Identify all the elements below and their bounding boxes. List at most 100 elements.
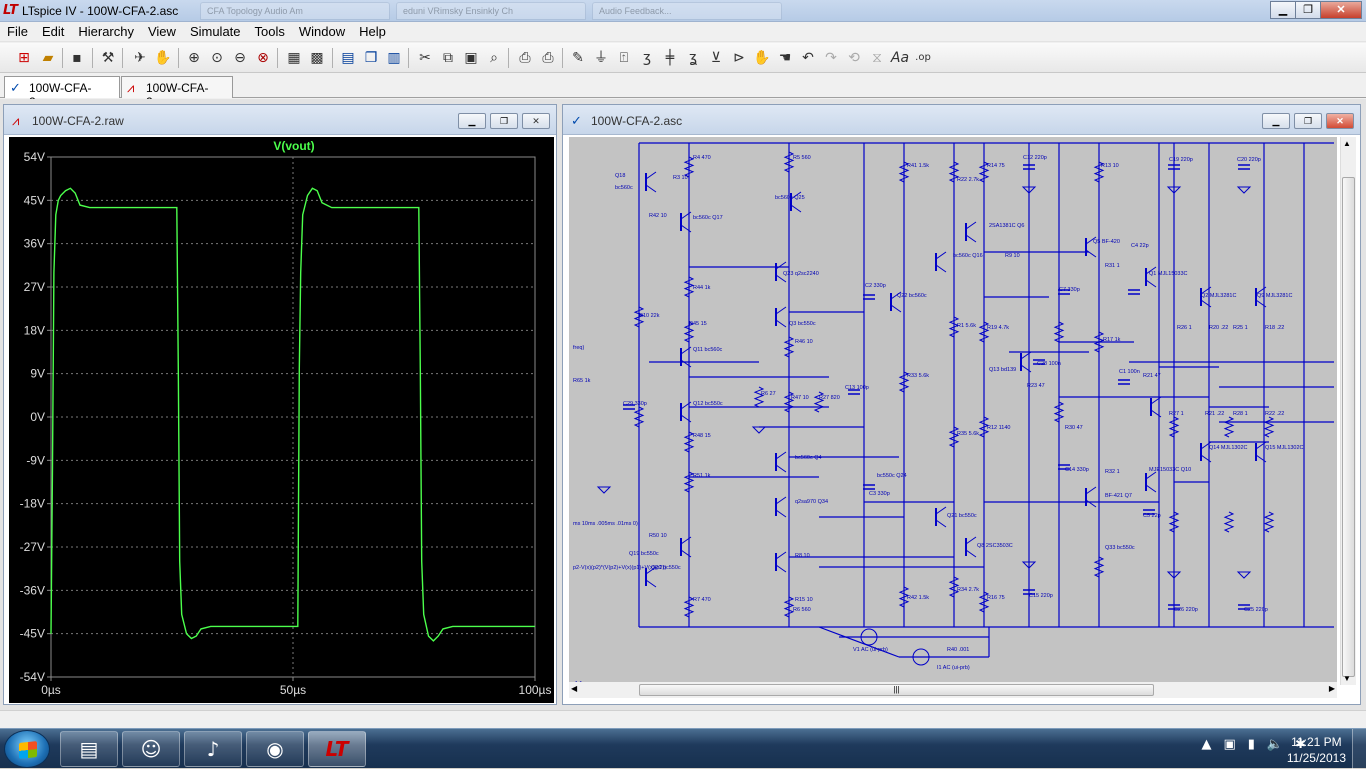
- schematic-label[interactable]: R30 47: [1065, 425, 1083, 431]
- schematic-label[interactable]: R35 5.6k: [957, 431, 979, 437]
- schematic-label[interactable]: Q3 bc550c: [789, 321, 816, 327]
- schematic-label[interactable]: Q20 bc550c: [651, 565, 681, 571]
- halt-icon[interactable]: ✋: [154, 50, 172, 66]
- move-icon[interactable]: ✋: [753, 50, 771, 66]
- schematic-label[interactable]: R22 2.7k: [957, 177, 979, 183]
- schematic-label[interactable]: Q18: [615, 173, 625, 179]
- waveform-titlebar[interactable]: ⩘ 100W-CFA-2.raw ▁ ❐ ✕: [4, 105, 556, 135]
- explorer-icon[interactable]: ▤: [60, 731, 118, 767]
- mirror-icon[interactable]: ⧖: [872, 50, 882, 66]
- schematic-label[interactable]: C4 22p: [1131, 243, 1149, 249]
- schematic-label[interactable]: Q1 MJL15033C: [1149, 271, 1188, 277]
- maximize-button[interactable]: ❐: [1295, 1, 1321, 19]
- inductor-icon[interactable]: ʓ: [688, 50, 698, 66]
- schematic-label[interactable]: R21 47: [1143, 373, 1161, 379]
- trace-title[interactable]: V(vout): [273, 139, 314, 153]
- schematic-minimize-button[interactable]: ▁: [1262, 113, 1290, 129]
- zoom-fit-icon[interactable]: ⊗: [257, 50, 269, 66]
- schematic-label[interactable]: Q14 MJL1302C: [1209, 445, 1248, 451]
- ground-icon[interactable]: ⏚: [594, 50, 608, 66]
- schematic-label[interactable]: C28 100n: [1037, 361, 1061, 367]
- waveform-close-button[interactable]: ✕: [522, 113, 550, 129]
- schematic-label[interactable]: C15 220p: [1029, 593, 1053, 599]
- schematic-label[interactable]: I1 AC (ui-prb): [937, 665, 970, 671]
- schematic-label[interactable]: R47 10: [791, 395, 809, 401]
- schematic-label[interactable]: R1 5.6k: [957, 323, 976, 329]
- show-hidden-icons-icon[interactable]: ▲: [1201, 737, 1212, 752]
- clock[interactable]: 11:21 PM 11/25/2013: [1287, 734, 1346, 766]
- schematic-label[interactable]: R26 1: [1177, 325, 1192, 331]
- messenger-icon[interactable]: ☺: [122, 731, 180, 767]
- schematic-label[interactable]: R51 1k: [693, 473, 711, 479]
- show-desktop-button[interactable]: [1352, 729, 1366, 769]
- copy-icon[interactable]: ⧉: [443, 50, 453, 66]
- schematic-label[interactable]: R4 470: [693, 155, 711, 161]
- print-setup-icon[interactable]: ⎙: [519, 50, 531, 66]
- schematic-label[interactable]: R40 .001: [947, 647, 969, 653]
- schematic-label[interactable]: bc550c Q24: [877, 473, 907, 479]
- waveform-minimize-button[interactable]: ▁: [458, 113, 486, 129]
- menu-simulate[interactable]: Simulate: [189, 24, 241, 39]
- schematic-label[interactable]: R34 2.7k: [957, 587, 979, 593]
- schematic-label[interactable]: R27 820: [819, 395, 840, 401]
- schematic-label[interactable]: R46 10: [795, 339, 813, 345]
- network-icon[interactable]: ▮: [1247, 737, 1255, 752]
- schematic-label[interactable]: R41 1.5k: [907, 163, 929, 169]
- schematic-label[interactable]: C5 22p: [1143, 513, 1161, 519]
- schematic-label[interactable]: R16 75: [987, 595, 1005, 601]
- schematic-label[interactable]: ms 10ms .005ms .01ms 0): [573, 521, 638, 527]
- schematic-label[interactable]: R25 1: [1233, 325, 1248, 331]
- schematic-label[interactable]: C14 330p: [1065, 467, 1089, 473]
- schematic-label[interactable]: Q2 MJL3281C: [1201, 293, 1236, 299]
- schematic-label[interactable]: Q12 bc550c: [693, 401, 723, 407]
- vout-trace[interactable]: [50, 187, 535, 642]
- schematic-label[interactable]: C26 220p: [1174, 607, 1198, 613]
- horizontal-scroll-thumb[interactable]: |||: [639, 684, 1154, 696]
- tile-horizontal-icon[interactable]: ▤: [341, 50, 355, 66]
- schematic-label[interactable]: R7 470: [693, 597, 711, 603]
- open-icon[interactable]: ▰: [42, 50, 54, 66]
- schematic-label[interactable]: C1 100n: [1119, 369, 1140, 375]
- schematic-label[interactable]: R10 22k: [639, 313, 660, 319]
- menu-window[interactable]: Window: [298, 24, 346, 39]
- schematic-label[interactable]: R33 5.6k: [907, 373, 929, 379]
- schematic-label[interactable]: C7 330p: [1059, 287, 1080, 293]
- grid-icon[interactable]: ▩: [310, 50, 324, 66]
- ltspice-icon[interactable]: LT: [308, 731, 366, 767]
- schematic-label[interactable]: R31 1: [1105, 263, 1120, 269]
- waveform-restore-button[interactable]: ❐: [490, 113, 518, 129]
- schematic-label[interactable]: p2-V(x)(p2)*(V(p2)+V(x)(p1)+V(x)(p2)): [573, 565, 666, 571]
- chrome-icon[interactable]: ◉: [246, 731, 304, 767]
- schematic-label[interactable]: C25 220p: [1244, 607, 1268, 613]
- menu-edit[interactable]: Edit: [41, 24, 65, 39]
- spice-directive-icon[interactable]: .op: [915, 52, 931, 63]
- schematic-label[interactable]: R45 15: [689, 321, 707, 327]
- rotate-icon[interactable]: ⟲: [848, 50, 860, 66]
- schematic-label[interactable]: R20 .22: [1209, 325, 1228, 331]
- tab-schematic[interactable]: ✓ 100W-CFA-2.asc: [4, 76, 120, 109]
- schematic-label[interactable]: R42 1.5k: [907, 595, 929, 601]
- zoom-out-icon[interactable]: ⊖: [234, 50, 246, 66]
- schematic-label[interactable]: C12 220p: [1023, 155, 1047, 161]
- minimize-button[interactable]: ▁: [1270, 1, 1296, 19]
- redo-icon[interactable]: ↷: [825, 50, 837, 66]
- diode-icon[interactable]: ⊻: [710, 50, 722, 66]
- schematic-label[interactable]: freq): [573, 345, 584, 351]
- schematic-label[interactable]: R15 10: [795, 597, 813, 603]
- new-schematic-icon[interactable]: ⊞: [18, 50, 30, 66]
- schematic-label[interactable]: C13 100p: [845, 385, 869, 391]
- schematic-label[interactable]: R8 10: [795, 553, 810, 559]
- component-icon[interactable]: ⊳: [733, 50, 745, 66]
- menu-help[interactable]: Help: [359, 24, 386, 39]
- schematic-label[interactable]: C2 330p: [865, 283, 886, 289]
- cut-icon[interactable]: ✂: [419, 50, 431, 66]
- schematic-label[interactable]: C19 220p: [1169, 157, 1193, 163]
- schematic-label[interactable]: BF-421 Q7: [1105, 493, 1132, 499]
- schematic-label[interactable]: V1 AC (ui-prb): [853, 647, 888, 653]
- label-net-icon[interactable]: ⍐: [619, 50, 629, 66]
- resistor-icon[interactable]: ʒ: [642, 50, 652, 66]
- schematic-label[interactable]: C20 220p: [1237, 157, 1261, 163]
- schematic-label[interactable]: Q21 bc550c: [947, 513, 977, 519]
- zoom-in-icon[interactable]: ⊕: [188, 50, 200, 66]
